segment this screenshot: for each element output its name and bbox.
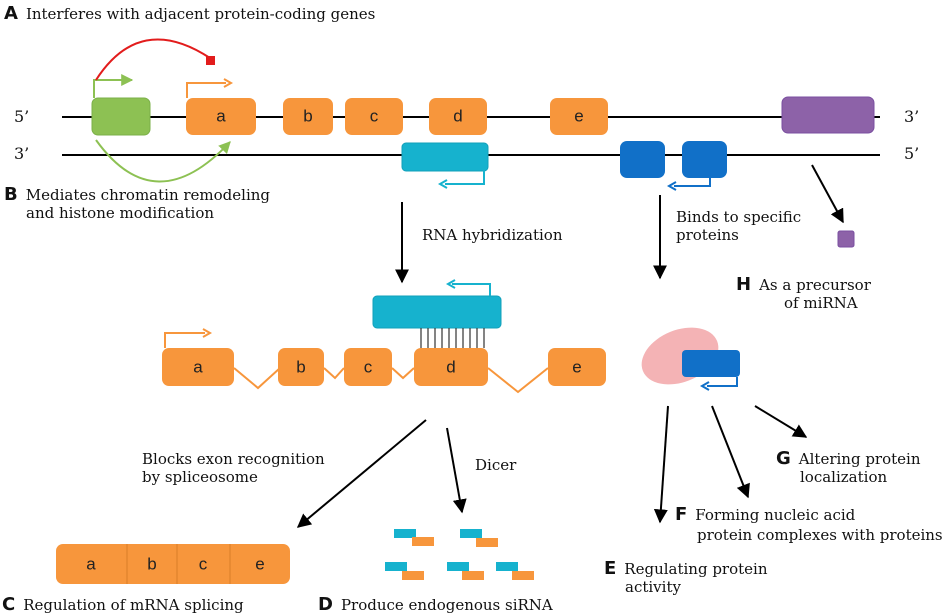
- label-e-line2: activity: [625, 578, 681, 596]
- exon-d-middle: d: [414, 348, 488, 386]
- exon-label: e: [572, 357, 581, 376]
- purple-mirna-product: [837, 230, 855, 248]
- exon-label: b: [147, 554, 156, 573]
- strand-top-right: 3’: [904, 107, 919, 126]
- arrow-to-splicing: [296, 419, 427, 528]
- label-g-line2: localization: [800, 468, 887, 486]
- exon-b-top: b: [283, 98, 333, 135]
- exon-label: e: [574, 106, 583, 125]
- label-h: H As a precursor: [736, 274, 872, 295]
- label-b: B Mediates chromatin remodeling: [4, 184, 270, 205]
- purple-mirna-precursor-gene: [781, 96, 875, 134]
- orange-promoter-arrow: [186, 82, 226, 98]
- cyan-promoter-arrow-middle: [452, 283, 491, 296]
- label-g: G Altering protein: [776, 448, 921, 469]
- base-pairing-lines: [420, 328, 485, 348]
- exon-a-middle: a: [162, 348, 234, 386]
- exon-label: c: [199, 554, 208, 573]
- exon-label: c: [370, 106, 379, 125]
- exon-e-top: e: [550, 98, 608, 135]
- sirna-duplex: [447, 562, 484, 580]
- exon-label: a: [86, 554, 96, 573]
- red-inhibition-arc: [95, 38, 211, 81]
- blue-lncrna-block-1: [620, 141, 665, 178]
- cyan-antisense-lncrna: [401, 142, 489, 172]
- blue-lncrna-bound: [682, 350, 740, 377]
- label-a: A Interferes with adjacent protein-codin…: [4, 3, 375, 24]
- green-curved-arrow: [95, 139, 231, 183]
- blue-lncrna-block-2: [682, 141, 727, 178]
- label-h-line2: of miRNA: [784, 294, 858, 312]
- exon-label: b: [303, 106, 312, 125]
- cyan-lncrna-hybridized: [372, 295, 502, 329]
- exon-label: c: [364, 357, 373, 376]
- orange-promoter-arrow-middle: [164, 332, 205, 348]
- label-f-line2: protein complexes with proteins: [697, 526, 943, 544]
- strand-bottom-left: 3’: [14, 144, 29, 163]
- dicer-text: Dicer: [475, 456, 517, 474]
- cyan-promoter-arrow: [445, 170, 485, 185]
- exon-label: d: [446, 357, 455, 376]
- sirna-duplex: [496, 562, 534, 580]
- blue-promoter-arrow-bound: [707, 377, 738, 387]
- strand-top-left: 5’: [14, 107, 29, 126]
- blocks-text-line2: by spliceosome: [142, 468, 258, 486]
- spliced-mrna: a b c e: [56, 544, 290, 584]
- arrow-to-sirna: [446, 427, 467, 514]
- arrow-mirna-precursor: [811, 164, 844, 224]
- exon-c-middle: c: [344, 348, 392, 386]
- exon-label: a: [193, 357, 203, 376]
- intron-connectors: [233, 367, 549, 394]
- exon-label: a: [216, 106, 226, 125]
- exon-c-top: c: [345, 98, 403, 135]
- binds-text-line1: Binds to specific: [676, 208, 801, 226]
- green-lncrna-gene: [91, 97, 151, 136]
- exon-b-middle: b: [278, 348, 324, 386]
- arrow-to-g: [754, 405, 808, 438]
- label-b-line2: and histone modification: [26, 204, 214, 222]
- red-inhibition-bar: [206, 56, 215, 65]
- sirna-duplexes: [385, 529, 534, 580]
- exon-a-top: a: [186, 98, 256, 135]
- rna-hybridization-text: RNA hybridization: [422, 226, 563, 244]
- exon-label: b: [296, 357, 305, 376]
- exon-label: d: [453, 106, 462, 125]
- label-d: D Produce endogenous siRNA: [318, 594, 553, 615]
- blocks-text-line1: Blocks exon recognition: [142, 450, 325, 468]
- sirna-duplex: [394, 529, 434, 546]
- exon-d-top: d: [429, 98, 487, 135]
- strand-bottom-right: 5’: [904, 144, 919, 163]
- exon-e-middle: e: [548, 348, 606, 386]
- sirna-duplex: [460, 529, 498, 547]
- label-f: F Forming nucleic acid: [675, 504, 856, 525]
- arrow-to-f: [711, 405, 750, 499]
- exon-label: e: [255, 554, 264, 573]
- label-c: C Regulation of mRNA splicing: [2, 594, 244, 615]
- sirna-duplex: [385, 562, 424, 580]
- label-e: E Regulating protein: [604, 558, 768, 579]
- arrow-to-e: [653, 405, 669, 524]
- binds-text-line2: proteins: [676, 226, 739, 244]
- green-promoter-arrow: [93, 74, 134, 98]
- blue-promoter-arrow: [674, 178, 711, 187]
